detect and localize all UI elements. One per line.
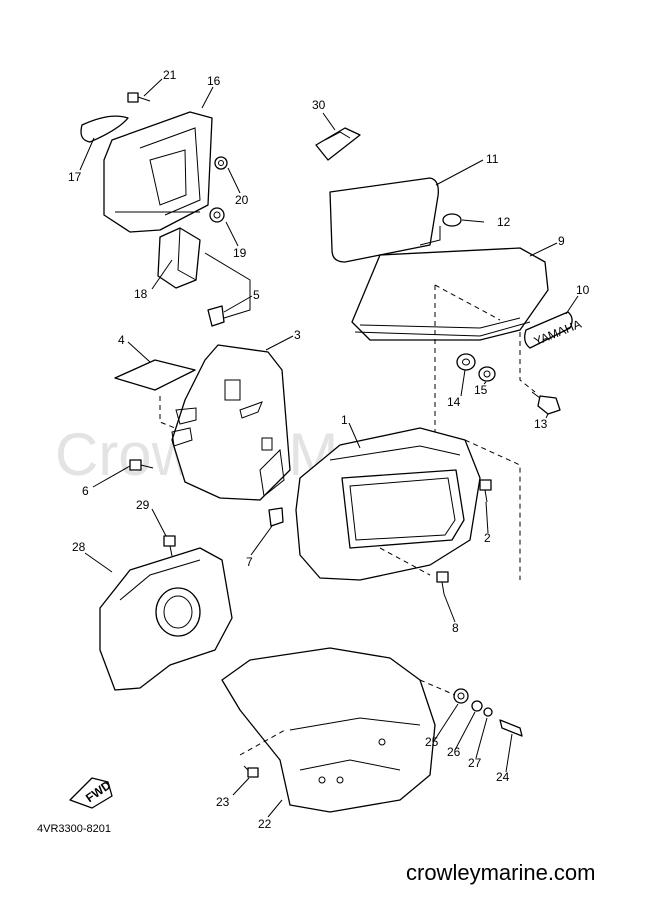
part-14-grommet — [456, 353, 476, 371]
part-20-grommet — [214, 156, 228, 170]
part-23-bolt — [243, 765, 259, 778]
part-13-knob — [531, 391, 561, 415]
callout-16: 16 — [207, 74, 221, 88]
part-17-gasket — [80, 115, 129, 143]
callout-22: 22 — [258, 817, 272, 831]
callout-14: 14 — [447, 395, 461, 409]
part-21-bolt — [127, 92, 151, 103]
callout-3: 3 — [294, 328, 301, 342]
callout-23: 23 — [216, 795, 230, 809]
fwd-arrow-icon: FWD — [69, 777, 114, 809]
part-2-bolt — [479, 479, 492, 503]
callout-12: 12 — [497, 215, 511, 229]
callout-11: 11 — [486, 152, 499, 166]
part-28-cover — [99, 547, 233, 691]
part-11-plate — [329, 177, 439, 263]
part-16-cover — [103, 111, 213, 233]
callout-2: 2 — [484, 531, 491, 545]
part-1-airbox — [295, 427, 481, 581]
callout-17: 17 — [68, 170, 82, 184]
callout-7: 7 — [246, 555, 253, 569]
part-8-bolt — [436, 571, 449, 595]
callout-9: 9 — [558, 234, 565, 248]
leader-lines — [79, 78, 579, 818]
callout-6: 6 — [82, 484, 89, 498]
callout-24: 24 — [496, 770, 510, 784]
part-25-grommet — [453, 688, 469, 704]
part-18-pad — [157, 227, 201, 289]
part-19-grommet — [209, 207, 225, 223]
part-24-bolt — [499, 719, 523, 737]
callout-21: 21 — [163, 68, 177, 82]
callout-5: 5 — [253, 288, 260, 302]
callout-28: 28 — [72, 540, 86, 554]
callout-26: 26 — [447, 745, 461, 759]
footer-url[interactable]: crowleymarine.com — [406, 860, 596, 885]
callout-13: 13 — [534, 417, 548, 431]
part-15-grommet — [478, 366, 496, 382]
part-3-panel — [171, 344, 291, 501]
part-4-pad — [114, 359, 196, 391]
part-7-clip — [268, 507, 284, 527]
part-30-bracket — [315, 127, 361, 161]
callout-15: 15 — [474, 383, 488, 397]
callout-27: 27 — [468, 756, 482, 770]
part-27-washer — [483, 707, 493, 717]
callout-25: 25 — [425, 735, 439, 749]
part-10-emblem: YAMAHA — [524, 311, 583, 349]
callout-10: 10 — [576, 283, 590, 297]
callout-20: 20 — [235, 193, 249, 207]
callout-4: 4 — [118, 333, 125, 347]
callout-19: 19 — [233, 246, 247, 260]
part-22-lower-cover — [221, 647, 436, 813]
callout-30: 30 — [312, 98, 326, 112]
part-29-bolt — [163, 535, 176, 557]
part-9-side-cover — [351, 247, 549, 341]
callouts: 21 16 17 20 19 18 5 30 11 12 9 10 14 15 … — [68, 68, 590, 831]
part-5-clip — [207, 305, 225, 327]
part-6-bolt — [129, 459, 154, 471]
callout-29: 29 — [136, 498, 150, 512]
part-12-grommet — [419, 213, 462, 246]
callout-18: 18 — [134, 287, 148, 301]
diagram-code: 4VR3300-8201 — [37, 823, 111, 835]
callout-8: 8 — [452, 621, 459, 635]
callout-1: 1 — [341, 413, 348, 427]
part-26-collar — [471, 700, 483, 712]
